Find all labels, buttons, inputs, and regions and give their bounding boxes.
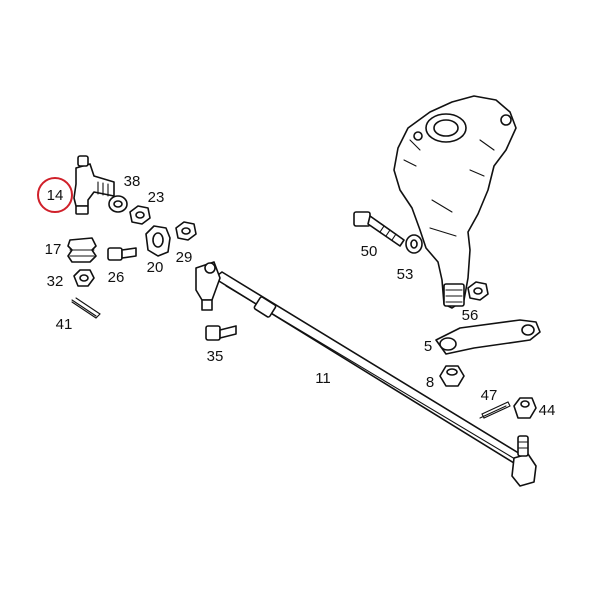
callout-23[interactable]: 23	[148, 189, 165, 206]
callout-29[interactable]: 29	[176, 249, 193, 266]
bolt-26	[107, 247, 137, 261]
callout-41[interactable]: 41	[56, 316, 73, 333]
callout-20[interactable]: 20	[147, 259, 164, 276]
bolt-50	[353, 211, 405, 247]
rubber-buffer-17	[67, 237, 97, 263]
callout-32[interactable]: 32	[47, 273, 64, 290]
nut-29	[175, 221, 197, 241]
callout-35[interactable]: 35	[207, 348, 224, 365]
callout-8[interactable]: 8	[426, 374, 434, 391]
callout-11[interactable]: 11	[315, 370, 331, 387]
callout-38[interactable]: 38	[124, 173, 141, 190]
callout-47[interactable]: 47	[481, 387, 498, 404]
steering-gearbox	[393, 95, 517, 309]
callout-44[interactable]: 44	[539, 402, 556, 419]
tie-rod-end-14[interactable]	[73, 155, 115, 215]
cotter-pin-41	[71, 297, 101, 319]
callout-26[interactable]: 26	[108, 269, 125, 286]
nut-8	[439, 365, 465, 387]
nut-32	[73, 269, 95, 287]
bolt-35	[205, 325, 237, 341]
highlight-ring	[37, 177, 73, 213]
nut-56	[467, 281, 489, 301]
pitman-arm-5	[435, 319, 541, 355]
cotter-pin-47	[479, 401, 511, 419]
nut-44	[513, 397, 537, 419]
callout-56[interactable]: 56	[462, 307, 479, 324]
callout-50[interactable]: 50	[361, 243, 378, 260]
drag-link-11	[195, 261, 537, 487]
bracket-20	[145, 225, 171, 257]
washer-53	[405, 234, 423, 254]
washer-38	[108, 195, 128, 213]
nut-23	[129, 205, 151, 225]
callout-17[interactable]: 17	[45, 241, 62, 258]
callout-53[interactable]: 53	[397, 266, 414, 283]
callout-14[interactable]: 14	[47, 187, 64, 204]
callout-5[interactable]: 5	[424, 338, 432, 355]
